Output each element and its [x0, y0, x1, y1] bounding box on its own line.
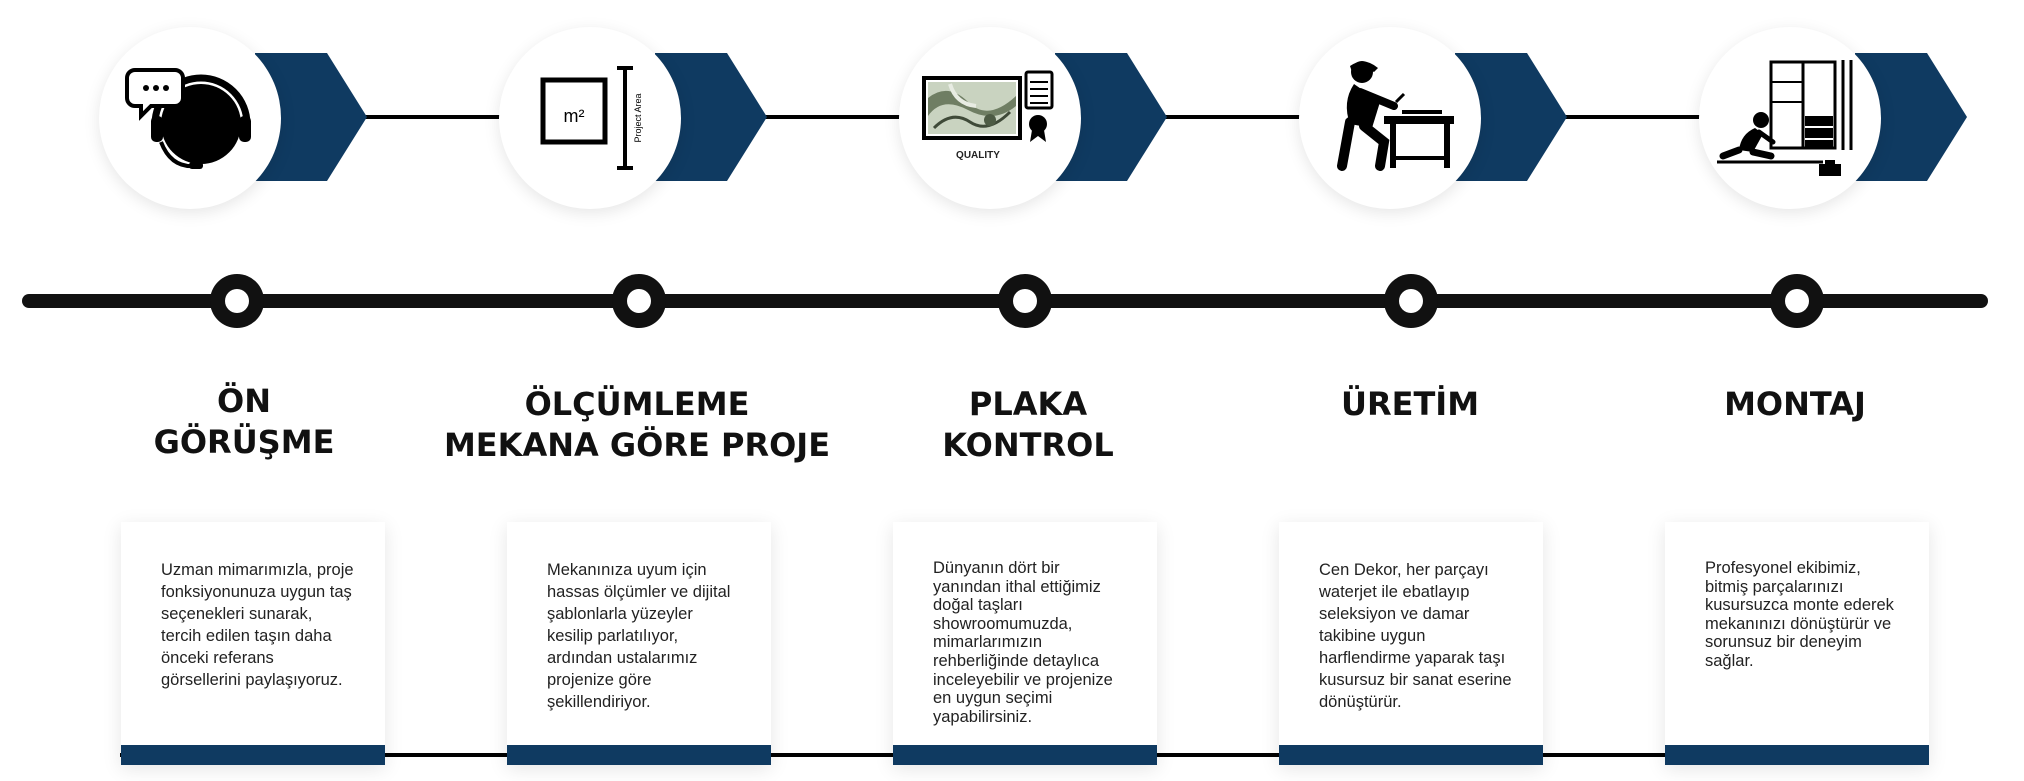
step-4-title: ÜRETİM	[1290, 384, 1530, 425]
step-3-description: Dünyanın dört bir yanından ithal ettiğim…	[933, 559, 1113, 726]
step-5-title-line-2: MONTAJ	[1724, 385, 1866, 423]
step-5-card: Profesyonel ekibimiz, bitmiş parçalarını…	[1665, 522, 1929, 765]
step-1-card: Uzman mimarımızla, proje fonksiyonunuza …	[121, 522, 385, 765]
step-1-title-line-2: GÖRÜŞME	[153, 423, 335, 461]
step-4-description: Cen Dekor, her parçayı waterjet ile ebat…	[1319, 561, 1512, 711]
quality-label: QUALITY	[956, 150, 1000, 161]
craftsman-workbench-icon	[1337, 61, 1454, 171]
step-2-title-line-1: ÖLÇÜMLEME	[524, 385, 750, 423]
slab-quality-icon: QUALITY	[922, 70, 1054, 161]
step-3-title: PLAKA KONTROL	[908, 384, 1148, 466]
step-5-description: Profesyonel ekibimiz, bitmiş parçalarını…	[1705, 559, 1894, 670]
step-2-title: ÖLÇÜMLEME MEKANA GÖRE PROJE	[437, 384, 837, 466]
connector-line-3	[1155, 115, 1300, 119]
step-3-card-bar	[893, 745, 1157, 765]
step-1-title: ÖN GÖRÜŞME	[144, 381, 344, 463]
step-2-icon-circle: m² Project Area	[499, 27, 681, 209]
step-3-title-line-1: PLAKA	[968, 385, 1088, 423]
step-2-title-line-2: MEKANA GÖRE PROJE	[443, 426, 831, 464]
timeline-node-4	[1384, 274, 1438, 328]
step-3-title-line-2: KONTROL	[942, 426, 1114, 464]
timeline-node-5	[1770, 274, 1824, 328]
timeline-node-2	[612, 274, 666, 328]
step-1-title-line-1: ÖN	[217, 382, 271, 420]
chevron-arrow-1	[255, 53, 367, 181]
step-2-card-bar	[507, 745, 771, 765]
step-1-description: Uzman mimarımızla, proje fonksiyonunuza …	[161, 561, 354, 689]
headset-support-icon	[125, 68, 251, 169]
chevron-arrow-3	[1055, 53, 1167, 181]
connector-line-4	[1555, 115, 1700, 119]
step-3-card: Dünyanın dört bir yanından ithal ettiğim…	[893, 522, 1157, 765]
step-4-icon-circle	[1299, 27, 1481, 209]
step-5-title: MONTAJ	[1675, 384, 1915, 425]
step-2-card: Mekanınıza uyum için hassas ölçümler ve …	[507, 522, 771, 765]
chevron-arrow-4	[1455, 53, 1567, 181]
step-2-description: Mekanınıza uyum için hassas ölçümler ve …	[547, 561, 731, 711]
step-4-card: Cen Dekor, her parçayı waterjet ile ebat…	[1279, 522, 1543, 765]
timeline-node-1	[210, 274, 264, 328]
step-1-icon-circle	[99, 27, 281, 209]
step-4-card-bar	[1279, 745, 1543, 765]
chevron-arrow-5	[1855, 53, 1967, 181]
project-area-label: Project Area	[633, 93, 643, 142]
installer-cabinet-icon	[1717, 60, 1853, 176]
step-4-title-line-2: ÜRETİM	[1340, 385, 1480, 423]
timeline-node-3	[998, 274, 1052, 328]
step-1-card-bar	[121, 745, 385, 765]
connector-line-2	[755, 115, 900, 119]
connector-line-1	[355, 115, 500, 119]
area-measure-icon: m² Project Area	[540, 66, 643, 170]
step-3-icon-circle: QUALITY	[899, 27, 1081, 209]
chevron-arrow-2	[655, 53, 767, 181]
area-unit-label: m²	[564, 106, 585, 126]
step-5-icon-circle	[1699, 27, 1881, 209]
step-5-card-bar	[1665, 745, 1929, 765]
